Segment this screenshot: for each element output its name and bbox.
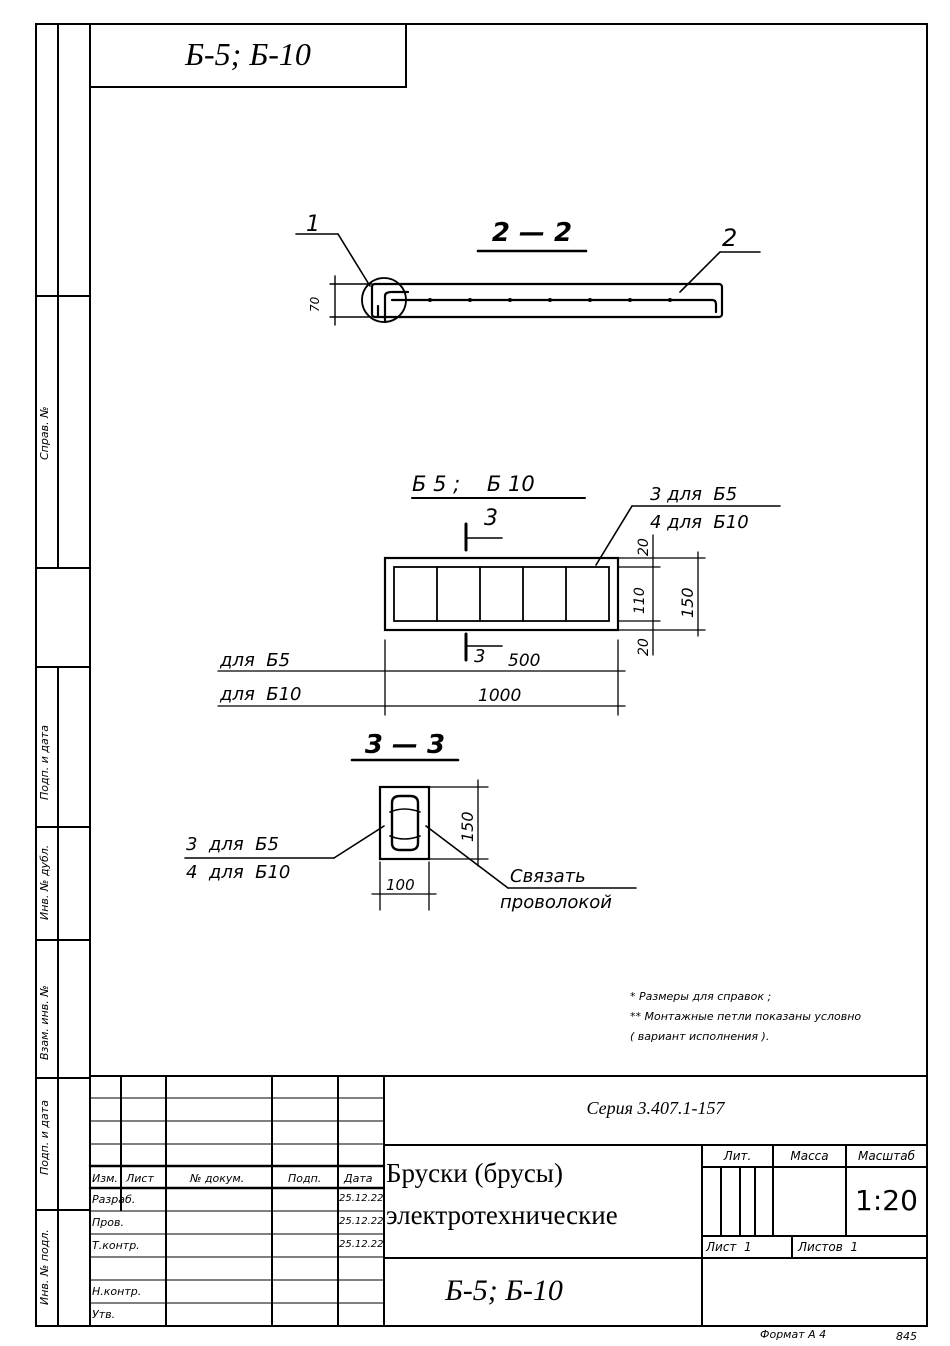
col-izm: Изм. (92, 1172, 118, 1185)
lit-header: Лит. (723, 1149, 752, 1163)
row-nkontr: Н.контр. (92, 1285, 142, 1298)
section-3-3-callout-line2: 4 для Б10 (186, 862, 291, 883)
section-3-3-title: 3 — 3 (364, 730, 446, 760)
section-2-2-view (295, 233, 761, 326)
len-value-b5: 500 (508, 651, 541, 671)
leader-1-label: 1 (306, 212, 320, 237)
col-list: Лист (126, 1172, 154, 1185)
len-value-b10: 1000 (478, 686, 522, 706)
dim-20-bottom: 20 (636, 638, 652, 656)
cut-mark-bottom: 3 (474, 646, 486, 667)
col-dokum: № докум. (190, 1172, 245, 1185)
masshtab-header: Масштаб (857, 1149, 916, 1163)
plan-view (217, 497, 781, 716)
sheets-label: Листов 1 (798, 1240, 859, 1254)
doc-name-line2: электротехнические (386, 1200, 618, 1230)
scale-value: 1:20 (855, 1184, 918, 1217)
doc-name-line1: Бруски (брусы) (386, 1158, 563, 1188)
section-3-3-view (184, 758, 637, 911)
series-label: Серия 3.407.1-157 (586, 1098, 725, 1118)
row-utv: Утв. (92, 1308, 116, 1321)
row-tkontr-date: 25.12.22 (339, 1239, 384, 1250)
row-razrab-date: 25.12.22 (339, 1193, 384, 1204)
section-3-3-callout-line1: 3 для Б5 (186, 834, 279, 855)
tie-label-line1: Связать (510, 866, 586, 887)
plan-callout-line2: 4 для Б10 (650, 512, 749, 533)
dim-100: 100 (386, 876, 415, 894)
tie-label-line2: проволокой (500, 892, 612, 913)
header-product-label: Б-5; Б-10 (185, 36, 311, 72)
row-tkontr: Т.контр. (92, 1239, 140, 1252)
massa-header: Масса (790, 1149, 829, 1163)
dim-20-top: 20 (636, 538, 652, 556)
col-podp: Подп. (288, 1172, 322, 1185)
code-label: 845 (896, 1330, 917, 1343)
len-label-b5: для Б5 (220, 650, 291, 671)
row-prov-date: 25.12.22 (339, 1216, 384, 1227)
row-razrab: Разраб. (92, 1193, 136, 1206)
note-3: ( вариант исполнения ). (630, 1030, 770, 1043)
col-data: Дата (344, 1172, 373, 1185)
note-1: * Размеры для справок ; (630, 990, 772, 1003)
section-2-2-title: 2 — 2 (491, 218, 573, 248)
format-label: Формат А 4 (760, 1328, 827, 1341)
plan-callout-line1: 3 для Б5 (650, 484, 738, 505)
product-label: Б-5; Б-10 (445, 1274, 563, 1307)
sheet-label: Лист 1 (706, 1240, 752, 1254)
note-2: ** Монтажные петли показаны условно (630, 1010, 862, 1023)
plan-title: Б 5 ; Б 10 (412, 472, 535, 496)
cut-mark-top: 3 (484, 506, 498, 531)
dim-110: 110 (632, 587, 648, 614)
leader-2-label: 2 (722, 224, 738, 252)
len-label-b10: для Б10 (220, 684, 302, 705)
title-block-grid (88, 1075, 928, 1327)
dim-150-section: 150 (458, 811, 477, 842)
dim-70: 70 (308, 296, 322, 312)
dim-150-plan: 150 (678, 587, 697, 618)
row-prov: Пров. (92, 1216, 124, 1229)
